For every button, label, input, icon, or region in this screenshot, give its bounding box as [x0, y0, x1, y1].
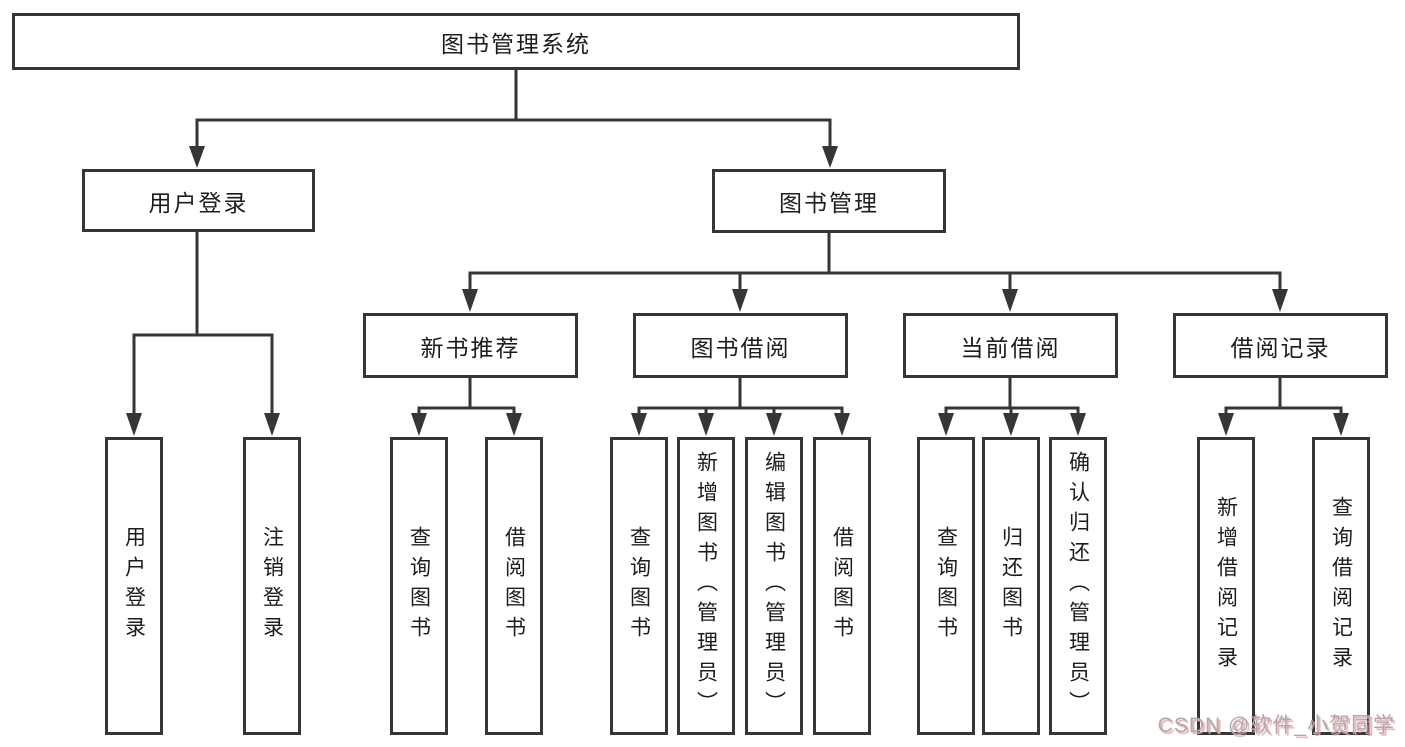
node-book-management: 图书管理 [712, 169, 946, 233]
node-label: 新书推荐 [420, 334, 521, 361]
leaf-label: 归还图书 [999, 526, 1023, 646]
leaf-label: 编辑图书（管理员） [762, 451, 786, 721]
leaf-user-login: 用户登录 [105, 437, 163, 735]
leaf-confirm-return-admin: 确认归还（管理员） [1049, 437, 1107, 735]
leaf-label: 借阅图书 [830, 526, 854, 646]
node-label: 用户登录 [148, 189, 249, 216]
leaf-edit-books-admin: 编辑图书（管理员） [745, 437, 803, 735]
leaf-add-borrow-record: 新增借阅记录 [1197, 437, 1255, 735]
connector-user-login-to-leaves [126, 230, 280, 436]
leaf-query-books-newbook: 查询图书 [390, 437, 448, 735]
node-label: 图书管理 [779, 190, 879, 216]
node-label: 借阅记录 [1230, 334, 1331, 361]
leaf-label: 注销登录 [260, 526, 284, 646]
leaf-label: 查询借阅记录 [1329, 496, 1353, 676]
leaf-borrow-books-newbook: 借阅图书 [485, 437, 543, 735]
node-label: 当前借阅 [960, 334, 1061, 361]
node-user-login: 用户登录 [82, 169, 315, 232]
node-borrowing-records: 借阅记录 [1173, 313, 1388, 378]
node-book-borrowing: 图书借阅 [633, 313, 848, 378]
leaf-label: 新增图书（管理员） [694, 451, 718, 721]
leaf-label: 借阅图书 [502, 526, 526, 646]
leaf-label: 查询图书 [627, 526, 651, 646]
leaf-borrow-books-borrow: 借阅图书 [813, 437, 871, 735]
connector-book-mgmt-to-level3 [462, 231, 1288, 312]
connector-book-borrow-to-leaves [631, 376, 850, 436]
connector-current-borrow-to-leaves [938, 376, 1086, 436]
node-label: 图书借阅 [690, 334, 791, 361]
leaf-label: 查询图书 [407, 526, 431, 646]
leaf-query-books-borrow: 查询图书 [610, 437, 668, 735]
node-book-management-system: 图书管理系统 [12, 13, 1020, 70]
connector-borrow-record-to-leaves [1218, 376, 1349, 436]
node-label: 图书管理系统 [441, 30, 591, 57]
connector-new-book-to-leaves [411, 376, 522, 436]
leaf-logout: 注销登录 [243, 437, 301, 735]
leaf-query-borrow-record: 查询借阅记录 [1312, 437, 1370, 735]
connector-root-to-level2 [189, 68, 838, 168]
leaf-query-books-current: 查询图书 [917, 437, 975, 735]
leaf-label: 新增借阅记录 [1214, 496, 1238, 676]
leaf-label: 查询图书 [934, 526, 958, 646]
leaf-label: 用户登录 [122, 526, 146, 646]
node-new-book-recommend: 新书推荐 [363, 313, 578, 378]
leaf-add-books-admin: 新增图书（管理员） [677, 437, 735, 735]
leaf-label: 确认归还（管理员） [1066, 451, 1090, 721]
node-current-borrowing: 当前借阅 [903, 313, 1118, 378]
leaf-return-books: 归还图书 [982, 437, 1040, 735]
csdn-watermark: CSDN @软件_小贺同学 [1157, 714, 1395, 737]
